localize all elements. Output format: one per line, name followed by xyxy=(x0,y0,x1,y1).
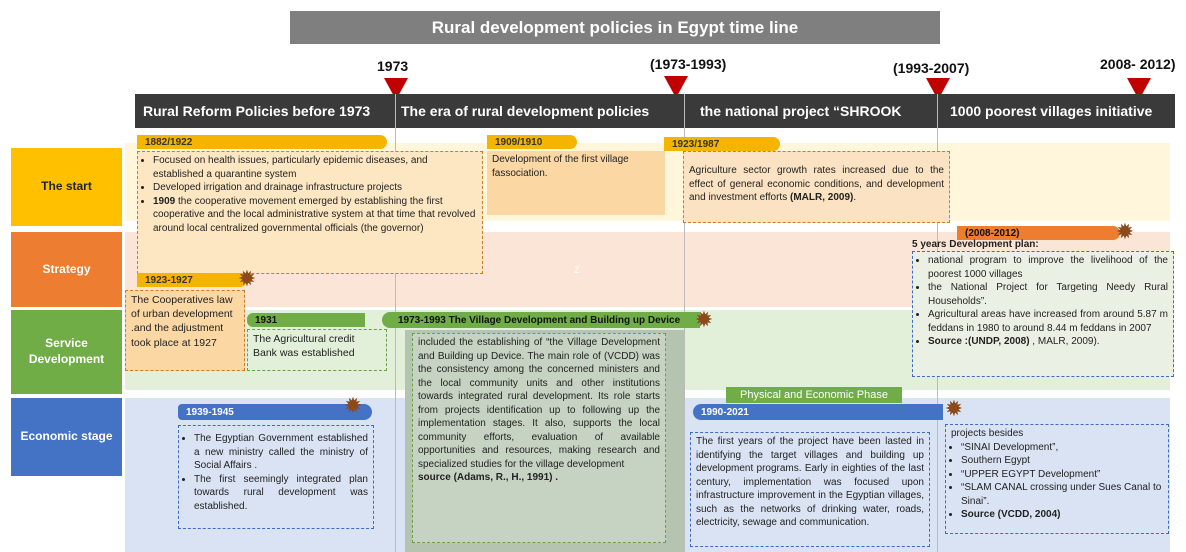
year-label-1973: 1973 xyxy=(377,58,409,74)
plan-source-label: Source :(UNDP, 2008) xyxy=(928,336,1030,347)
economic-tag-1990-2021: 1990-2021 xyxy=(693,404,943,420)
economic-project-4: “SLAM CANAL crossing under Sues Canal to… xyxy=(961,481,1163,508)
plan-bullet-1: national program to improve the liveliho… xyxy=(928,254,1168,281)
plan-bullet-3: Agricultural areas have increased from a… xyxy=(928,308,1168,335)
star-icon: ✹ xyxy=(944,396,964,421)
service-box-1: The Agricultural credit Bank was establi… xyxy=(247,329,387,371)
timeline-marker-2 xyxy=(664,76,688,98)
strategy-tag-2008-2012: (2008-2012) xyxy=(957,226,1120,240)
start-text-3: Agriculture sector growth rates increase… xyxy=(689,165,944,203)
era-label-2: The era of rural development policies xyxy=(401,103,650,119)
strategy-plan-title: 5 years Development plan: xyxy=(912,239,1039,250)
era-label-4: 1000 poorest villages initiative xyxy=(950,103,1153,119)
phase-banner: Physical and Economic Phase xyxy=(726,387,902,403)
row-label-economic: Economic stage xyxy=(11,398,122,476)
service-box-2: included the establishing of “the Villag… xyxy=(412,333,666,543)
year-label-1993-2007: (1993-2007) xyxy=(893,60,970,76)
era-band xyxy=(135,94,1175,128)
plan-bullet-2: the National Project for Targeting Needy… xyxy=(928,281,1168,308)
start-text-3-source: (MALR, 2009) xyxy=(789,192,854,203)
service-text-2: included the establishing of “the Villag… xyxy=(418,337,660,470)
star-icon: ✹ xyxy=(343,393,363,418)
start-bullet-3-year: 1909 xyxy=(153,195,176,207)
row-label-strategy: Strategy xyxy=(11,232,122,307)
service-text-2-source: source (Adams, R., H., 1991) . xyxy=(418,472,559,483)
year-label-1973-1993: (1973-1993) xyxy=(650,56,727,72)
economic-text-3-intro: projects besides xyxy=(951,428,1024,439)
economic-text-2: The first years of the project have been… xyxy=(696,436,924,528)
plan-source: Source :(UNDP, 2008) , MALR, 2009). xyxy=(928,335,1168,349)
service-text-1: The Agricultural credit Bank was establi… xyxy=(253,333,355,360)
service-tag-1931: 1931 xyxy=(247,313,365,327)
economic-tag-1939-1945: 1939-1945 xyxy=(178,404,372,420)
economic-source-label: Source (VCDD, 2004) xyxy=(961,509,1061,520)
economic-source: Source (VCDD, 2004) xyxy=(961,508,1163,522)
start-box-2: Development of the first village fassoci… xyxy=(487,151,665,215)
economic-box-1: The Egyptian Government established a ne… xyxy=(178,425,374,529)
economic-box-3: projects besides “SINAI Development”, So… xyxy=(945,424,1169,534)
row-label-start: The start xyxy=(11,148,122,226)
year-label-2008-2012: 2008- 2012) xyxy=(1100,56,1176,72)
strategy-plan-box: national program to improve the liveliho… xyxy=(912,251,1174,377)
plan-source-rest: , MALR, 2009). xyxy=(1029,336,1100,347)
star-icon: ✹ xyxy=(237,266,257,291)
strategy-text-1: The Cooperatives law of urban developmen… xyxy=(131,294,233,349)
service-tag-1973-1993: 1973-1993 The Village Development and Bu… xyxy=(382,312,700,328)
economic-project-2: Southern Egypt xyxy=(961,454,1163,468)
economic-project-1: “SINAI Development”, xyxy=(961,441,1163,455)
row-label-service: Service Development xyxy=(11,310,122,394)
era-label-3: the national project “SHROOK xyxy=(700,103,902,119)
strategy-box-1: The Cooperatives law of urban developmen… xyxy=(125,290,245,371)
start-bullet-2: Developed irrigation and drainage infras… xyxy=(153,181,477,195)
start-text-3-end: . xyxy=(853,192,857,203)
start-box-3: Agriculture sector growth rates increase… xyxy=(683,151,950,223)
start-tag-1909-1910: 1909/1910 xyxy=(487,135,577,149)
economic-box-2: The first years of the project have been… xyxy=(690,432,930,547)
start-tag-1882-1922: 1882/1922 xyxy=(137,135,387,149)
start-box-1: Focused on health issues, particularly e… xyxy=(137,151,483,274)
economic-bullet-2: The first seemingly integrated plan towa… xyxy=(194,473,368,514)
start-bullet-3-text: the cooperative movement emerged by esta… xyxy=(153,195,476,234)
start-tag-1923-1987: 1923/1987 xyxy=(664,137,780,151)
diagram-title: Rural development policies in Egypt time… xyxy=(290,11,940,44)
economic-project-3: “UPPER EGYPT Development” xyxy=(961,468,1163,482)
star-icon: ✹ xyxy=(694,307,714,332)
era-label-1: Rural Reform Policies before 1973 xyxy=(143,103,371,119)
economic-bullet-1: The Egyptian Government established a ne… xyxy=(194,432,368,473)
start-bullet-1: Focused on health issues, particularly e… xyxy=(153,154,477,181)
strategy-mark: Z xyxy=(574,265,580,275)
start-bullet-3: 1909 the cooperative movement emerged by… xyxy=(153,195,477,236)
star-icon: ✹ xyxy=(1115,219,1135,244)
start-text-2: Development of the first village fassoci… xyxy=(492,154,629,179)
strategy-tag-1923-1927: 1923-1927 xyxy=(137,273,247,287)
